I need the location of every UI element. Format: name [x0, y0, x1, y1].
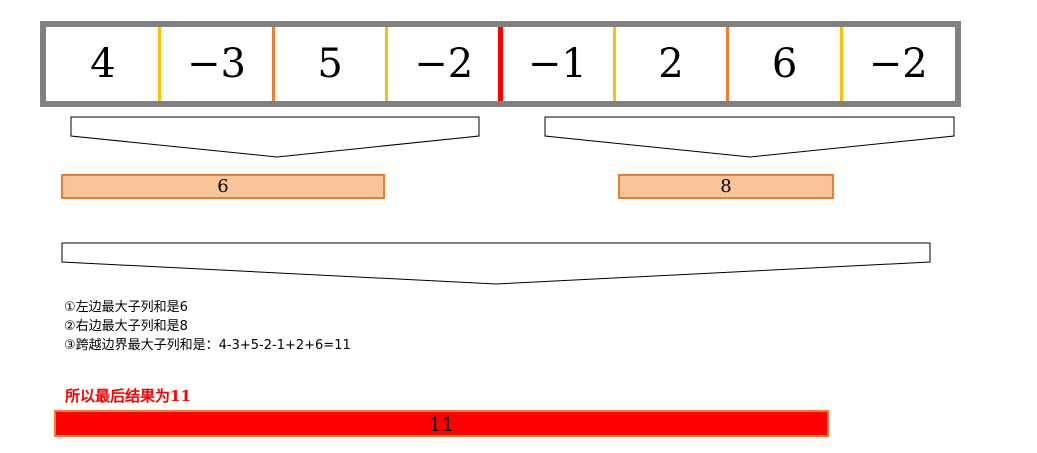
full-range-bracket	[61, 242, 931, 285]
cell-divider	[726, 27, 730, 101]
explanation-notes: ①左边最大子列和是6 ②右边最大子列和是8 ③跨越边界最大子列和是：4-3+5-…	[64, 298, 351, 355]
note-cross-max: ③跨越边界最大子列和是：4-3+5-2-1+2+6=11	[64, 338, 351, 353]
right-half-bracket	[544, 116, 955, 158]
left-max-value: 6	[217, 176, 229, 197]
cell-divider	[158, 27, 162, 101]
center-divider	[498, 27, 503, 101]
cell-divider	[385, 27, 389, 101]
array-cell-value: 5	[317, 41, 343, 87]
array-cell-value: −2	[414, 41, 474, 87]
array-cell: 6	[728, 27, 842, 101]
left-half-bracket	[70, 116, 480, 158]
array-cell: 5	[273, 27, 387, 101]
final-result-bar: 11	[54, 410, 829, 437]
right-max-value: 8	[720, 176, 732, 197]
cell-divider	[839, 27, 843, 101]
array-cell-value: 2	[658, 41, 684, 87]
array-cell-value: 6	[771, 41, 798, 87]
array-cell-value: 4	[90, 41, 116, 87]
array-cell-value: −1	[527, 41, 587, 87]
array-cell: 4	[46, 27, 160, 101]
right-max-bar: 8	[618, 174, 834, 199]
array-cell: −2	[387, 27, 501, 101]
note-left-max: ①左边最大子列和是6	[64, 300, 188, 315]
note-right-max: ②右边最大子列和是8	[64, 319, 188, 334]
final-result-value: 11	[428, 411, 455, 436]
cell-divider	[271, 27, 275, 101]
array-cell: −2	[841, 27, 955, 101]
array-cell: −3	[160, 27, 274, 101]
cell-divider	[612, 27, 616, 101]
array-cell-value: −3	[186, 41, 246, 87]
left-max-bar: 6	[61, 174, 385, 199]
array-cell: 2	[614, 27, 728, 101]
array-frame: 4 −3 5 −2 −1 2 6 −2	[40, 21, 961, 107]
array-cell-value: −2	[868, 41, 928, 87]
conclusion-text: 所以最后结果为11	[65, 387, 191, 405]
array-cell: −1	[501, 27, 615, 101]
